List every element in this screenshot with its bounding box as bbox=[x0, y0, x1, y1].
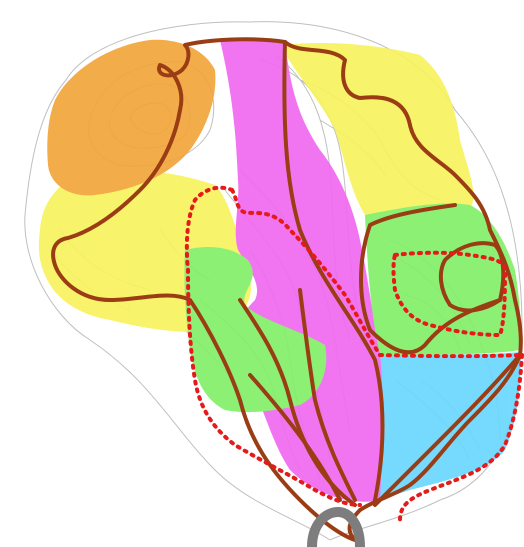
zone-orange bbox=[47, 40, 215, 196]
